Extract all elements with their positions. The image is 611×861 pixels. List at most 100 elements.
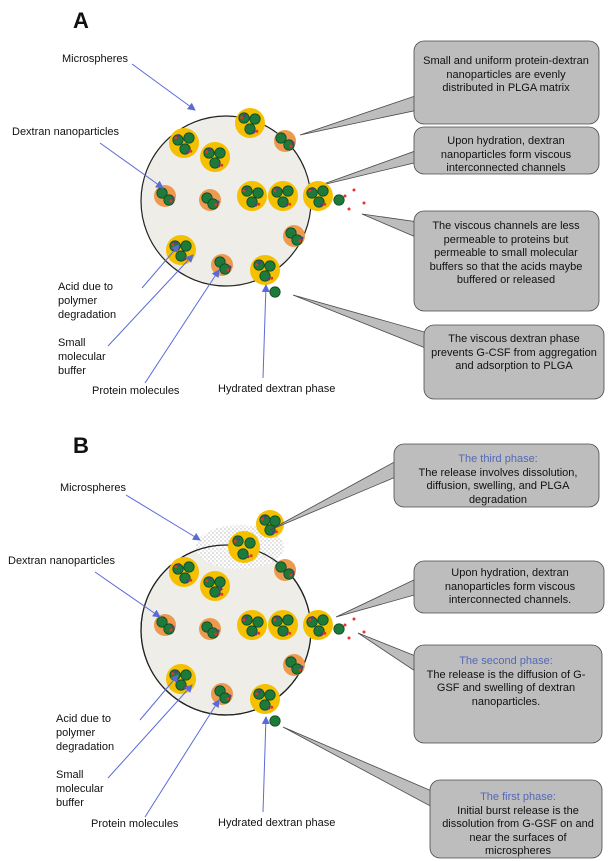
acid-dot xyxy=(274,530,278,534)
callout-tail xyxy=(282,726,435,809)
callout-seam xyxy=(415,223,419,237)
buffer-dot xyxy=(285,632,289,636)
buffer-dot xyxy=(177,563,181,566)
protein-molecule xyxy=(238,112,250,124)
acid-dot xyxy=(189,149,193,153)
protein-molecule xyxy=(252,616,264,628)
callout-box xyxy=(423,324,605,400)
acid-dot xyxy=(270,705,274,709)
acid-dot xyxy=(273,618,277,622)
buffer-dot xyxy=(246,555,250,559)
buffer-dot xyxy=(245,187,249,190)
buffer-dot xyxy=(320,632,324,636)
b-callout-1-body: The release involves dissolution, diffus… xyxy=(418,466,578,506)
acid-dot xyxy=(174,565,178,569)
acid-dot xyxy=(270,276,274,280)
acid-dot xyxy=(289,144,293,148)
callout-tail xyxy=(335,577,419,618)
acid-dot xyxy=(255,263,259,267)
protein-molecule xyxy=(207,627,219,639)
acid-dot xyxy=(242,189,246,193)
buffer-dot xyxy=(217,164,221,168)
buffer-dot xyxy=(300,665,304,669)
b-callout-3-text: The second phase: The release is the dif… xyxy=(418,655,594,709)
protein-molecule xyxy=(241,614,253,626)
acid-dot xyxy=(288,202,292,206)
buffer-dot xyxy=(208,577,212,580)
protein-molecule xyxy=(264,689,276,701)
buffer-dot xyxy=(311,616,315,619)
acid-dot xyxy=(233,539,237,543)
acid-dot xyxy=(257,202,261,206)
buffer-dot xyxy=(291,141,295,145)
acid-dot xyxy=(352,188,356,192)
protein-molecule xyxy=(183,561,195,573)
callout-box xyxy=(413,210,600,312)
protein-molecule xyxy=(291,234,303,246)
protein-molecule xyxy=(244,537,256,549)
acid-dot xyxy=(214,203,218,207)
acid-dot xyxy=(257,631,261,635)
acid-dot xyxy=(171,672,175,676)
a-callout-3 xyxy=(361,210,600,312)
protein-molecule xyxy=(241,185,253,197)
b-microspheres-pointer xyxy=(125,494,201,541)
buffer-dot xyxy=(291,570,295,574)
buffer-dot xyxy=(300,236,304,240)
callout-tail xyxy=(292,294,429,350)
a-acid-pointer xyxy=(141,244,180,289)
acid-dot xyxy=(288,631,292,635)
buffer-dot xyxy=(186,579,190,583)
b-hydrated-label: Hydrated dextran phase xyxy=(218,817,336,829)
a-callout-4 xyxy=(292,294,605,400)
callout-seam xyxy=(425,334,429,348)
callout-tail xyxy=(361,213,419,239)
buffer-dot xyxy=(183,257,187,261)
callout-box xyxy=(429,779,603,859)
acid-dot xyxy=(298,668,302,672)
protein-molecule xyxy=(183,132,195,144)
protein-molecule xyxy=(283,568,295,580)
protein-molecule xyxy=(282,614,294,626)
buffer-dot xyxy=(320,203,324,207)
buffer-dot xyxy=(258,690,262,693)
a-protein-pointer xyxy=(144,269,220,384)
panel-b-label: B xyxy=(73,433,89,458)
acid-dot xyxy=(220,163,224,167)
buffer-dot xyxy=(254,203,258,207)
a-callout-4-text: The viscous dextran phase prevents G-CSF… xyxy=(431,333,597,372)
acid-dot xyxy=(352,617,356,621)
a-microspheres-label: Microspheres xyxy=(62,53,129,65)
acid-dot xyxy=(205,579,209,583)
protein-molecule xyxy=(249,113,261,125)
buffer-dot xyxy=(267,277,271,281)
callout-tail xyxy=(317,149,419,187)
b-callout-4-body: Initial burst release is the dissolution… xyxy=(442,804,594,858)
buffer-dot xyxy=(217,593,221,597)
callout-seam xyxy=(395,461,399,475)
a-callout-2 xyxy=(317,126,600,187)
protein-molecule xyxy=(269,515,281,527)
b-callout-4-text: The first phase: Initial burst release i… xyxy=(436,791,600,859)
acid-dot xyxy=(249,554,253,558)
b-callout-2-body: Upon hydration, dextran nanoparticles fo… xyxy=(444,567,576,606)
b-buffer-pointer xyxy=(107,684,193,779)
a-callout-1-text: Small and uniform protein-dextran nanopa… xyxy=(423,55,589,94)
buffer-dot xyxy=(243,114,247,117)
callout-box xyxy=(393,443,600,508)
acid-dot xyxy=(169,199,173,203)
acid-dot xyxy=(308,189,312,193)
b-callout-3-phase: The second phase: xyxy=(459,655,553,667)
acid-dot xyxy=(174,136,178,140)
buffer-dot xyxy=(228,265,232,269)
acid-dot xyxy=(347,207,351,211)
buffer-dot xyxy=(258,261,262,264)
protein-molecule xyxy=(214,147,226,159)
acid-dot xyxy=(226,268,230,272)
callout-seam xyxy=(415,151,419,161)
protein-molecule xyxy=(180,240,192,252)
protein-molecule xyxy=(275,132,287,144)
buffer-dot xyxy=(216,200,220,204)
callout-seam xyxy=(415,96,419,109)
